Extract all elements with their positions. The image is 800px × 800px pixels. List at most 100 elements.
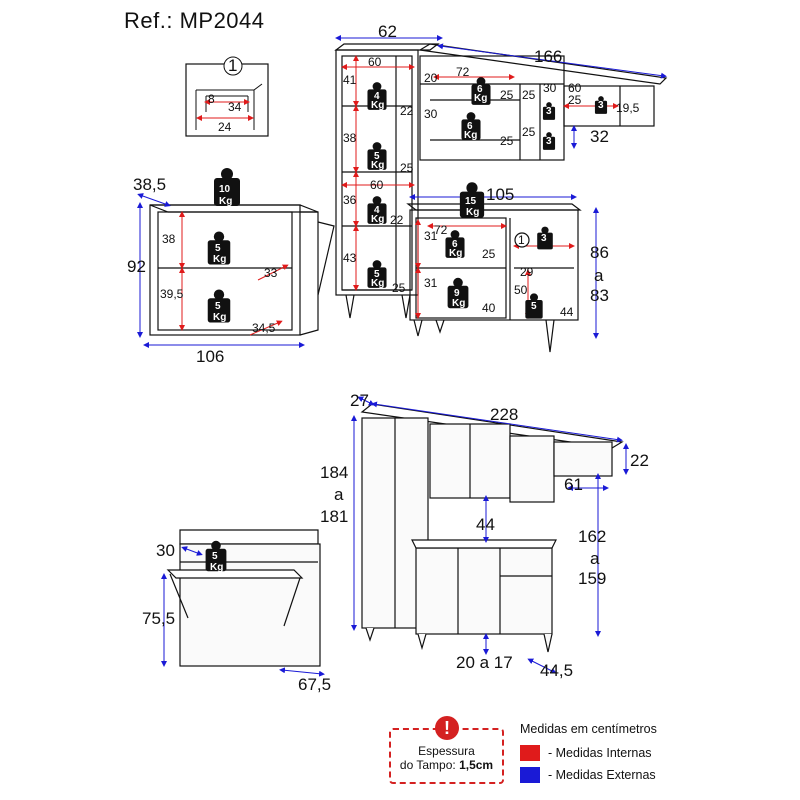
weight-unit: Kg bbox=[371, 160, 384, 171]
weight-number: 6 bbox=[477, 84, 483, 95]
weight-unit: Kg bbox=[371, 100, 384, 111]
front-height-162: 162 bbox=[578, 527, 606, 546]
tall-space-41: 41 bbox=[343, 73, 357, 87]
callout-dim-24: 24 bbox=[218, 120, 232, 134]
weight-number: 3 bbox=[546, 136, 552, 147]
front-height-22: 22 bbox=[630, 451, 649, 470]
front-height-184: 184 bbox=[320, 463, 348, 482]
weight-unit: Kg bbox=[210, 562, 223, 573]
front-width-228: 228 bbox=[490, 405, 518, 424]
upper-height-30b: 30 bbox=[543, 81, 557, 95]
front-depth-44: 44,5 bbox=[540, 661, 573, 680]
tall-inner-22a: 22 bbox=[400, 104, 414, 118]
front-gap-44: 44 bbox=[476, 515, 495, 534]
weight-unit: Kg bbox=[219, 196, 232, 207]
base-space-31b: 31 bbox=[424, 276, 438, 290]
tall-inner-60b: 60 bbox=[370, 178, 384, 192]
legend-title: Medidas em centímetros bbox=[520, 722, 657, 736]
tabletop-thickness-notice: ! Espessura do Tampo: 1,5cm bbox=[389, 716, 504, 784]
weight-unit: Kg bbox=[213, 254, 226, 265]
upper-inner-25e: 25 bbox=[568, 93, 582, 107]
base-inner-72: 72 bbox=[434, 223, 448, 237]
weight-number: 15 bbox=[465, 196, 477, 207]
alert-icon: ! bbox=[435, 716, 459, 740]
upper-inner-19: 19,5 bbox=[616, 101, 640, 115]
weight-number: 4 bbox=[374, 91, 380, 102]
base-height-a: a bbox=[594, 266, 604, 285]
base-width: 105 bbox=[486, 185, 514, 204]
tall-space-38: 38 bbox=[343, 131, 357, 145]
external-swatch bbox=[520, 767, 540, 783]
weight-number: 6 bbox=[452, 239, 458, 250]
weight-unit: Kg bbox=[449, 248, 462, 259]
front-depth-27: 27 bbox=[350, 391, 369, 410]
bar-view-drawing bbox=[166, 529, 321, 667]
upper-height-30: 30 bbox=[424, 107, 438, 121]
notice-value: 1,5cm bbox=[459, 758, 494, 772]
shelf-height: 92 bbox=[127, 257, 146, 276]
tall-inner-25b: 25 bbox=[392, 281, 406, 295]
shelf-space-2: 39,5 bbox=[160, 287, 184, 301]
weight-unit: Kg bbox=[213, 312, 226, 323]
front-height-a2: a bbox=[590, 549, 600, 568]
weight-unit: Kg bbox=[452, 298, 465, 309]
bar-depth-30: 30 bbox=[156, 541, 175, 560]
weight-number: 9 bbox=[454, 288, 460, 299]
upper-inner-25b: 25 bbox=[522, 88, 536, 102]
base-space-50: 50 bbox=[514, 283, 528, 297]
base-height-86: 86 bbox=[590, 243, 609, 262]
internal-swatch bbox=[520, 745, 540, 761]
upper-height-20: 20 bbox=[424, 71, 438, 85]
front-inner-61: 61 bbox=[564, 475, 583, 494]
base-inner-29: 29 bbox=[520, 265, 534, 279]
shelf-unit-drawing bbox=[149, 204, 335, 336]
weight-unit: Kg bbox=[371, 214, 384, 225]
shelf-space-1: 38 bbox=[162, 232, 176, 246]
notice-line-2: do Tampo: bbox=[399, 758, 456, 772]
weight-number: 4 bbox=[374, 205, 380, 216]
tall-inner-22b: 22 bbox=[390, 213, 404, 227]
legend: Medidas em centímetros - Medidas Interna… bbox=[520, 722, 657, 786]
upper-width: 166 bbox=[534, 47, 562, 66]
front-height-a1: a bbox=[334, 485, 344, 504]
weight-unit: Kg bbox=[466, 207, 479, 218]
upper-depth-32: 32 bbox=[590, 127, 609, 146]
tall-inner-60a: 60 bbox=[368, 55, 382, 69]
detail-callout bbox=[185, 56, 269, 137]
weight-number: 3 bbox=[598, 100, 604, 111]
weight-number: 5 bbox=[374, 151, 380, 162]
tall-space-36: 36 bbox=[343, 193, 357, 207]
weight-number: 6 bbox=[467, 121, 473, 132]
internal-label: - Medidas Internas bbox=[548, 746, 652, 760]
base-inner-44: 44 bbox=[560, 305, 574, 319]
upper-inner-60: 60 bbox=[568, 81, 582, 95]
weight-number: 5 bbox=[215, 243, 221, 254]
base-height-83: 83 bbox=[590, 286, 609, 305]
shelf-inner-1: 33 bbox=[264, 266, 278, 280]
callout-number: 1 bbox=[228, 56, 237, 75]
weight-number: 5 bbox=[215, 301, 221, 312]
weight-number: 5 bbox=[374, 269, 380, 280]
tall-inner-25a: 25 bbox=[400, 161, 414, 175]
external-label: - Medidas Externas bbox=[548, 768, 656, 782]
shelf-inner-2: 34,5 bbox=[252, 321, 276, 335]
weight-number: 5 bbox=[531, 301, 537, 312]
weight-number: 10 bbox=[219, 184, 231, 195]
upper-inner-25c: 25 bbox=[500, 134, 514, 148]
front-height-159: 159 bbox=[578, 569, 606, 588]
base-unit-drawing bbox=[406, 203, 582, 353]
bar-height-75: 75,5 bbox=[142, 609, 175, 628]
tall-space-43: 43 bbox=[343, 251, 357, 265]
bar-width-67: 67,5 bbox=[298, 675, 331, 694]
front-leg-height: 20 a 17 bbox=[456, 653, 513, 672]
weight-number: 3 bbox=[541, 233, 547, 244]
callout-dim-34: 34 bbox=[228, 100, 242, 114]
upper-inner-72: 72 bbox=[456, 65, 470, 79]
upper-inner-25d: 25 bbox=[522, 125, 536, 139]
front-height-181: 181 bbox=[320, 507, 348, 526]
legend-row-internal: - Medidas Internas bbox=[520, 742, 657, 764]
callout-marker: 1 bbox=[518, 233, 525, 247]
callout-dim-8: 8 bbox=[208, 92, 215, 106]
weight-number: 5 bbox=[212, 551, 218, 562]
